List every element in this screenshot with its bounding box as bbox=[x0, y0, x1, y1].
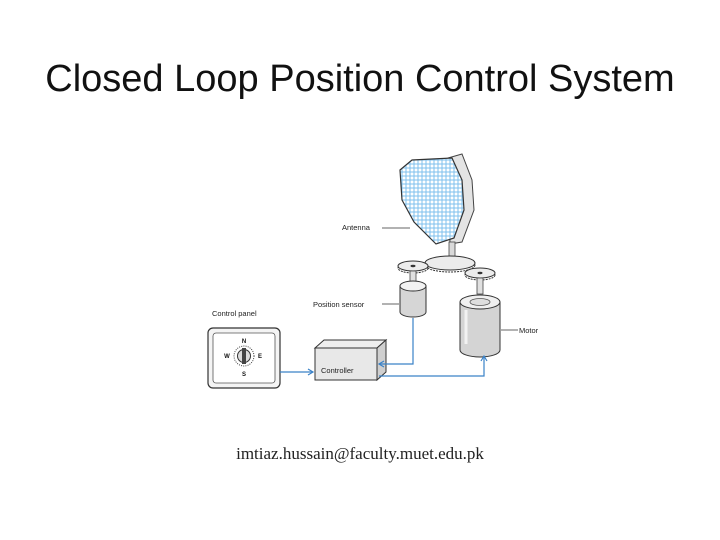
signal-lines bbox=[280, 318, 488, 377]
compass-east: E bbox=[258, 354, 262, 360]
position-sensor bbox=[399, 270, 427, 318]
label-controller: Controller bbox=[321, 366, 354, 375]
compass-south: S bbox=[242, 372, 246, 378]
label-antenna: Antenna bbox=[342, 223, 371, 232]
author-email: imtiaz.hussain@faculty.muet.edu.pk bbox=[236, 444, 484, 463]
label-control-panel: Control panel bbox=[212, 309, 257, 318]
slide-title: Closed Loop Position Control System bbox=[45, 58, 675, 100]
label-position-sensor: Position sensor bbox=[313, 300, 365, 309]
leader-lines bbox=[382, 227, 518, 331]
gear-train bbox=[397, 255, 496, 281]
control-panel bbox=[207, 327, 281, 389]
compass-west: W bbox=[224, 354, 230, 360]
label-motor: Motor bbox=[519, 326, 539, 335]
compass-north: N bbox=[242, 339, 246, 345]
motor bbox=[459, 277, 501, 358]
controller-box bbox=[313, 338, 388, 382]
antenna bbox=[399, 153, 475, 259]
position-control-diagram: Antenna Position sensor Motor Control pa… bbox=[207, 153, 539, 389]
